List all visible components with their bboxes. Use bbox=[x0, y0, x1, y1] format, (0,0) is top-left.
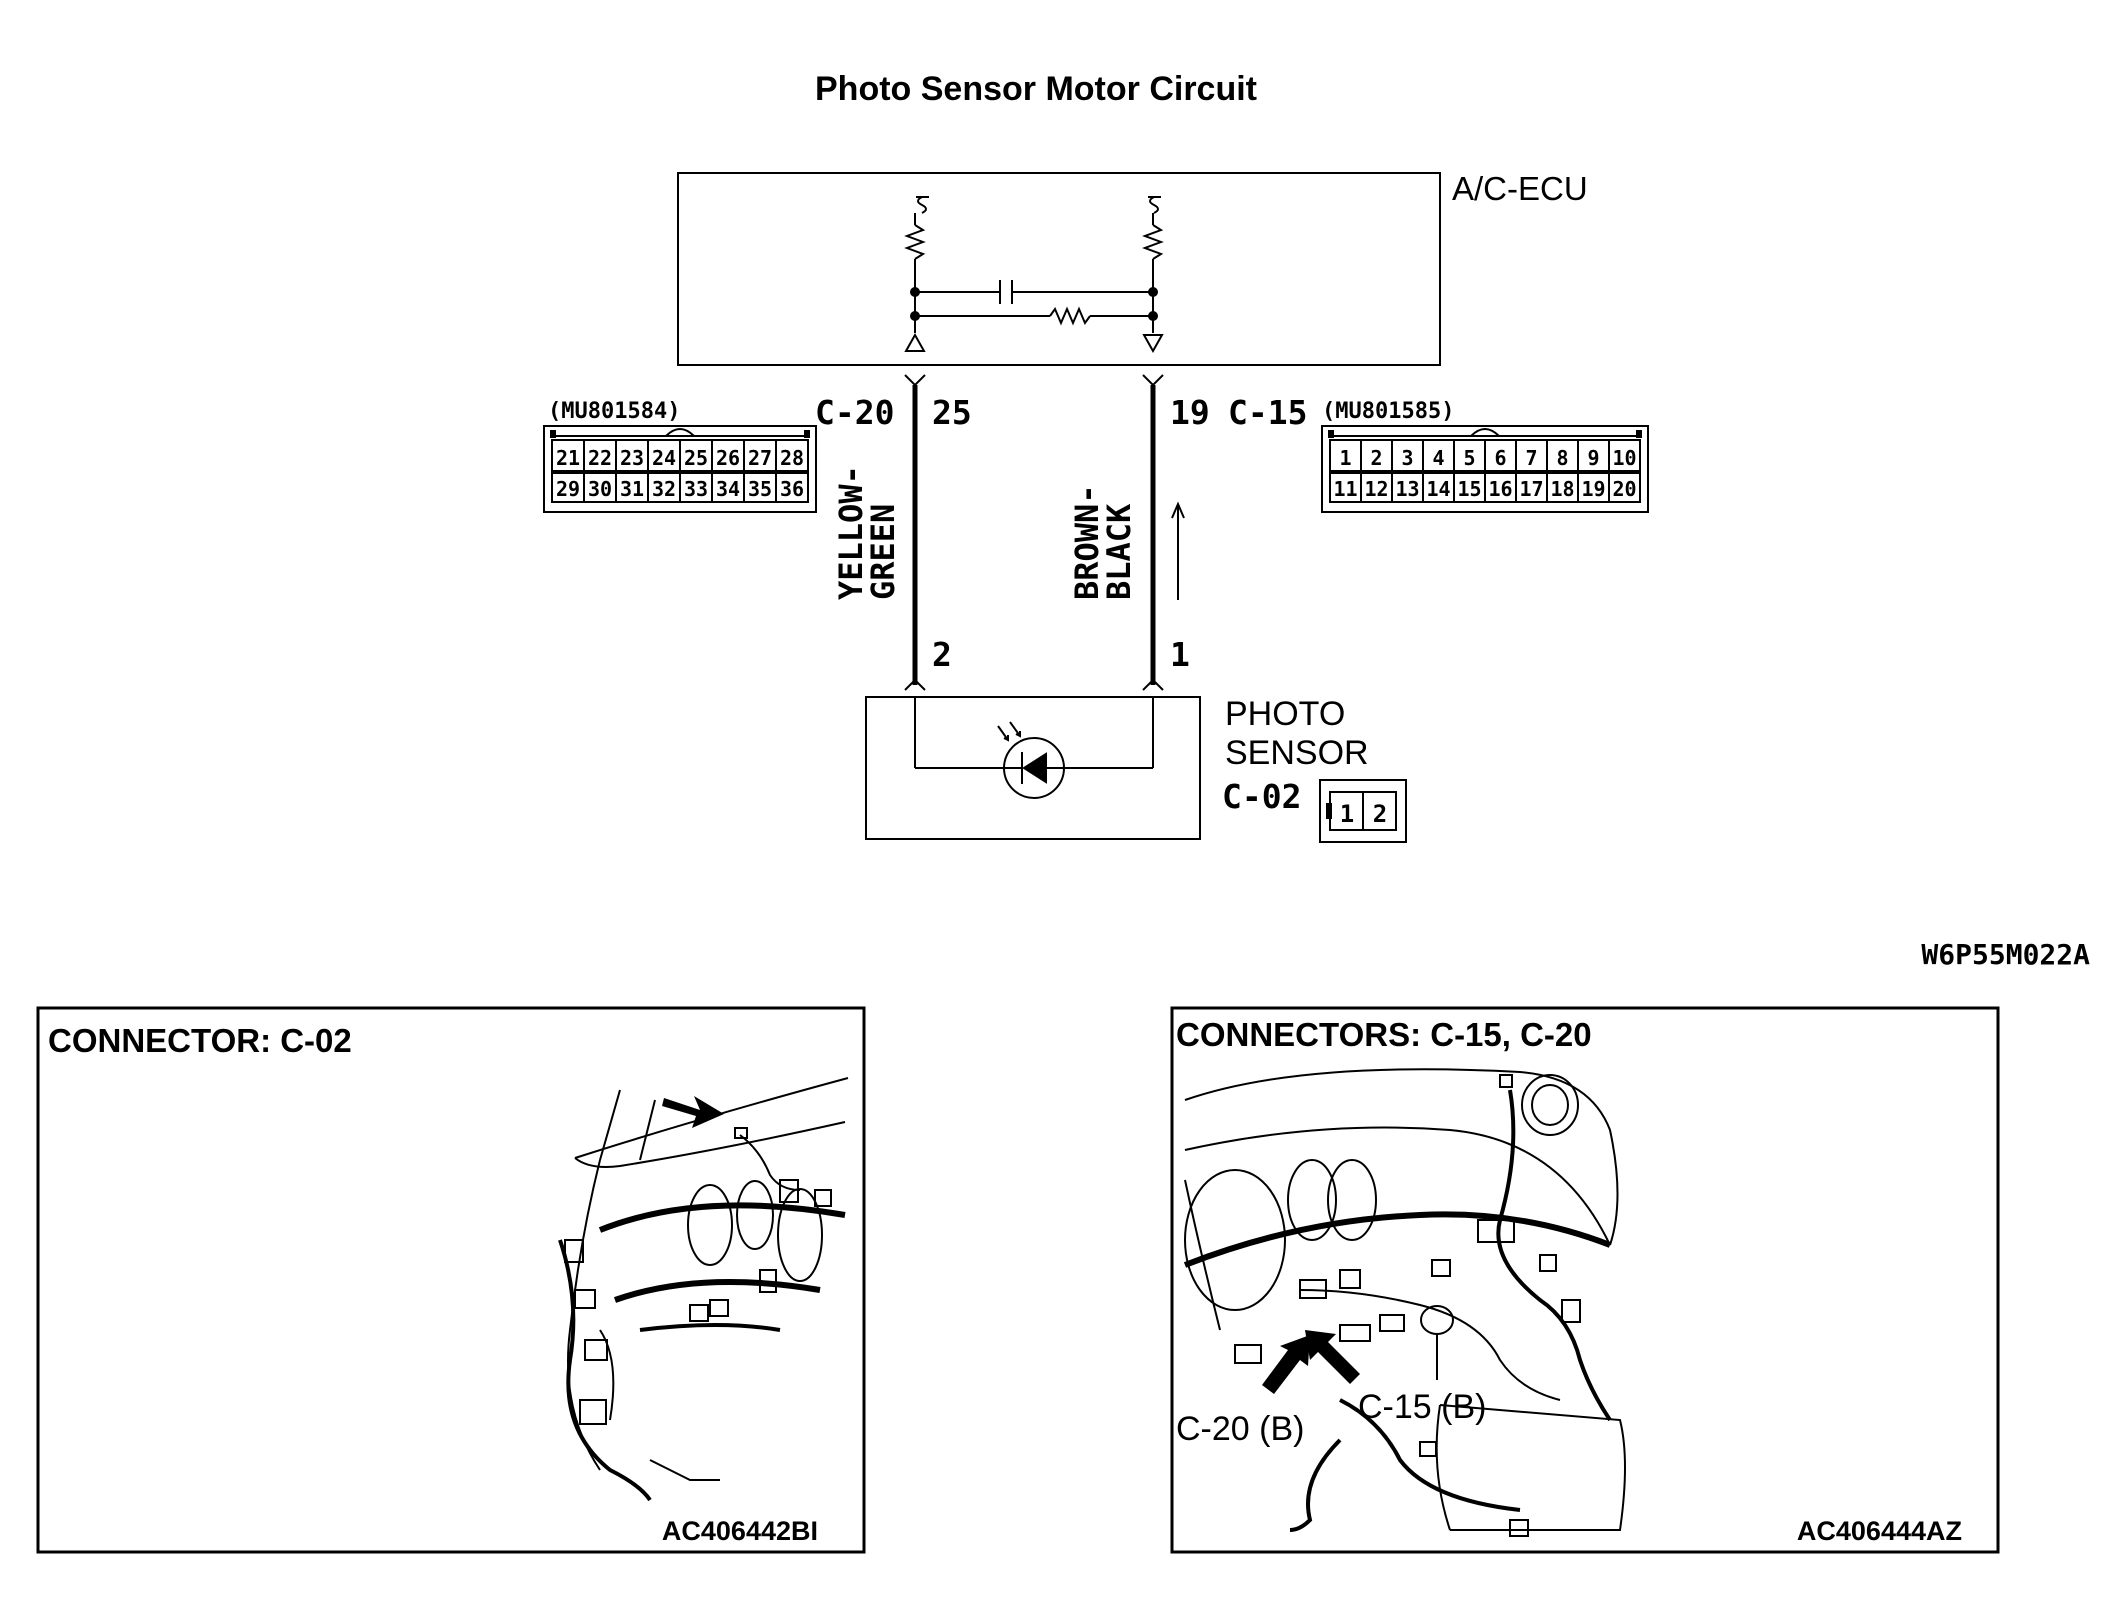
connector-c20-face: 21 22 23 24 25 26 27 28 29 30 31 32 33 34 35 36 bbox=[543, 425, 817, 513]
c20-pin-30: 30 bbox=[588, 477, 612, 501]
c15-pin-3: 3 bbox=[1401, 446, 1413, 470]
photo-sensor-box bbox=[865, 696, 1201, 840]
c15-pin-12: 12 bbox=[1364, 477, 1388, 501]
c15-pin-4: 4 bbox=[1432, 446, 1444, 470]
c15-pin-20: 20 bbox=[1612, 477, 1636, 501]
wire-color-label-left: YELLOW- GREEN bbox=[832, 465, 902, 600]
panel-right-title: CONNECTORS: C-15, C-20 bbox=[1176, 1016, 1592, 1053]
sensor-label-line1: PHOTO bbox=[1225, 695, 1345, 733]
c15-pin-11: 11 bbox=[1333, 477, 1357, 501]
c20-pin-27: 27 bbox=[748, 446, 772, 470]
c15-pin-10: 10 bbox=[1612, 446, 1636, 470]
pointer-arrow-c20-icon bbox=[1262, 1335, 1310, 1394]
ecu-box bbox=[677, 172, 1441, 366]
connector-id-c20: C-20 bbox=[815, 393, 894, 432]
c15-pin-19: 19 bbox=[1581, 477, 1605, 501]
wire-brown-black bbox=[1142, 374, 1164, 691]
c20-pin-26: 26 bbox=[716, 446, 740, 470]
c20-pin-21: 21 bbox=[556, 446, 580, 470]
c20-pin-34: 34 bbox=[716, 477, 740, 501]
c15-pin-9: 9 bbox=[1587, 446, 1599, 470]
pointer-arrow-c15-icon bbox=[1305, 1330, 1360, 1384]
c20-pin-31: 31 bbox=[620, 477, 644, 501]
c20-pin-22: 22 bbox=[588, 446, 612, 470]
c20-pin-36: 36 bbox=[780, 477, 804, 501]
photodiode-icon bbox=[914, 697, 1154, 799]
svg-text:YELLOW-: YELLOW- bbox=[832, 465, 870, 600]
c15-pin-5: 5 bbox=[1463, 446, 1475, 470]
c20-pin-33: 33 bbox=[684, 477, 708, 501]
ecu-label: A/C-ECU bbox=[1452, 170, 1588, 207]
part-number-right: (MU801585) bbox=[1322, 399, 1454, 424]
c20-pin-24: 24 bbox=[652, 446, 676, 470]
c20-pin-35: 35 bbox=[748, 477, 772, 501]
svg-text:GREEN: GREEN bbox=[864, 504, 902, 600]
ecu-junction-dots bbox=[910, 287, 1158, 321]
connector-c02-face: 1 2 bbox=[1319, 779, 1407, 843]
c15-pin-8: 8 bbox=[1556, 446, 1568, 470]
c15-cell bbox=[1608, 470, 1641, 503]
dashboard-illustration-left bbox=[558, 1077, 849, 1502]
wire-color-label-right: BROWN- BLACK bbox=[1068, 484, 1138, 600]
c15-pin-13: 13 bbox=[1395, 477, 1419, 501]
current-direction-arrow-icon bbox=[1171, 501, 1185, 600]
part-number-left: (MU801584) bbox=[548, 399, 680, 424]
sensor-label-line2: SENSOR bbox=[1225, 734, 1369, 772]
c20-cell bbox=[775, 470, 809, 503]
wire-yellow-green bbox=[904, 374, 926, 691]
c20-pin-23: 23 bbox=[620, 446, 644, 470]
pointer-arrow-icon bbox=[662, 1096, 724, 1128]
c15-pin-14: 14 bbox=[1426, 477, 1450, 501]
c15-pin-17: 17 bbox=[1519, 477, 1543, 501]
c15-pin-18: 18 bbox=[1550, 477, 1574, 501]
callout-c20: C-20 (B) bbox=[1176, 1410, 1304, 1448]
connectors-c15-c20-panel bbox=[1170, 1006, 2000, 1554]
svg-text:BROWN-: BROWN- bbox=[1068, 484, 1106, 600]
pin-19-label: 19 bbox=[1170, 393, 1210, 432]
c15-pin-6: 6 bbox=[1494, 446, 1506, 470]
c02-pin-2: 2 bbox=[1373, 800, 1387, 828]
c15-pin-1: 1 bbox=[1339, 446, 1351, 470]
pin-25-label: 25 bbox=[932, 393, 972, 432]
ecu-internal-circuit bbox=[904, 196, 1164, 354]
diagram-title: Photo Sensor Motor Circuit bbox=[815, 70, 1257, 108]
c20-pin-29: 29 bbox=[556, 477, 580, 501]
sensor-pin-2-label: 2 bbox=[932, 635, 952, 674]
c15-pin-7: 7 bbox=[1525, 446, 1537, 470]
sensor-pin-1-label: 1 bbox=[1170, 635, 1190, 674]
c20-pin-32: 32 bbox=[652, 477, 676, 501]
diagram-code: W6P55M022A bbox=[1921, 938, 2090, 971]
c15-pin-16: 16 bbox=[1488, 477, 1512, 501]
connector-id-c15: C-15 bbox=[1228, 393, 1307, 432]
c20-pin-28: 28 bbox=[780, 446, 804, 470]
dashboard-illustration-right bbox=[1183, 1068, 1626, 1537]
c15-pin-15: 15 bbox=[1457, 477, 1481, 501]
c20-pin-25: 25 bbox=[684, 446, 708, 470]
panel-left-title: CONNECTOR: C-02 bbox=[48, 1022, 352, 1059]
connector-id-c02: C-02 bbox=[1222, 777, 1301, 816]
c15-pin-2: 2 bbox=[1370, 446, 1382, 470]
panel-left-code: AC406442BI bbox=[662, 1516, 818, 1546]
panel-right-code: AC406444AZ bbox=[1797, 1516, 1962, 1546]
connector-c02-panel bbox=[36, 1006, 866, 1554]
svg-text:BLACK: BLACK bbox=[1100, 503, 1138, 600]
c02-pin-1: 1 bbox=[1340, 800, 1354, 828]
callout-c15: C-15 (B) bbox=[1358, 1388, 1486, 1426]
